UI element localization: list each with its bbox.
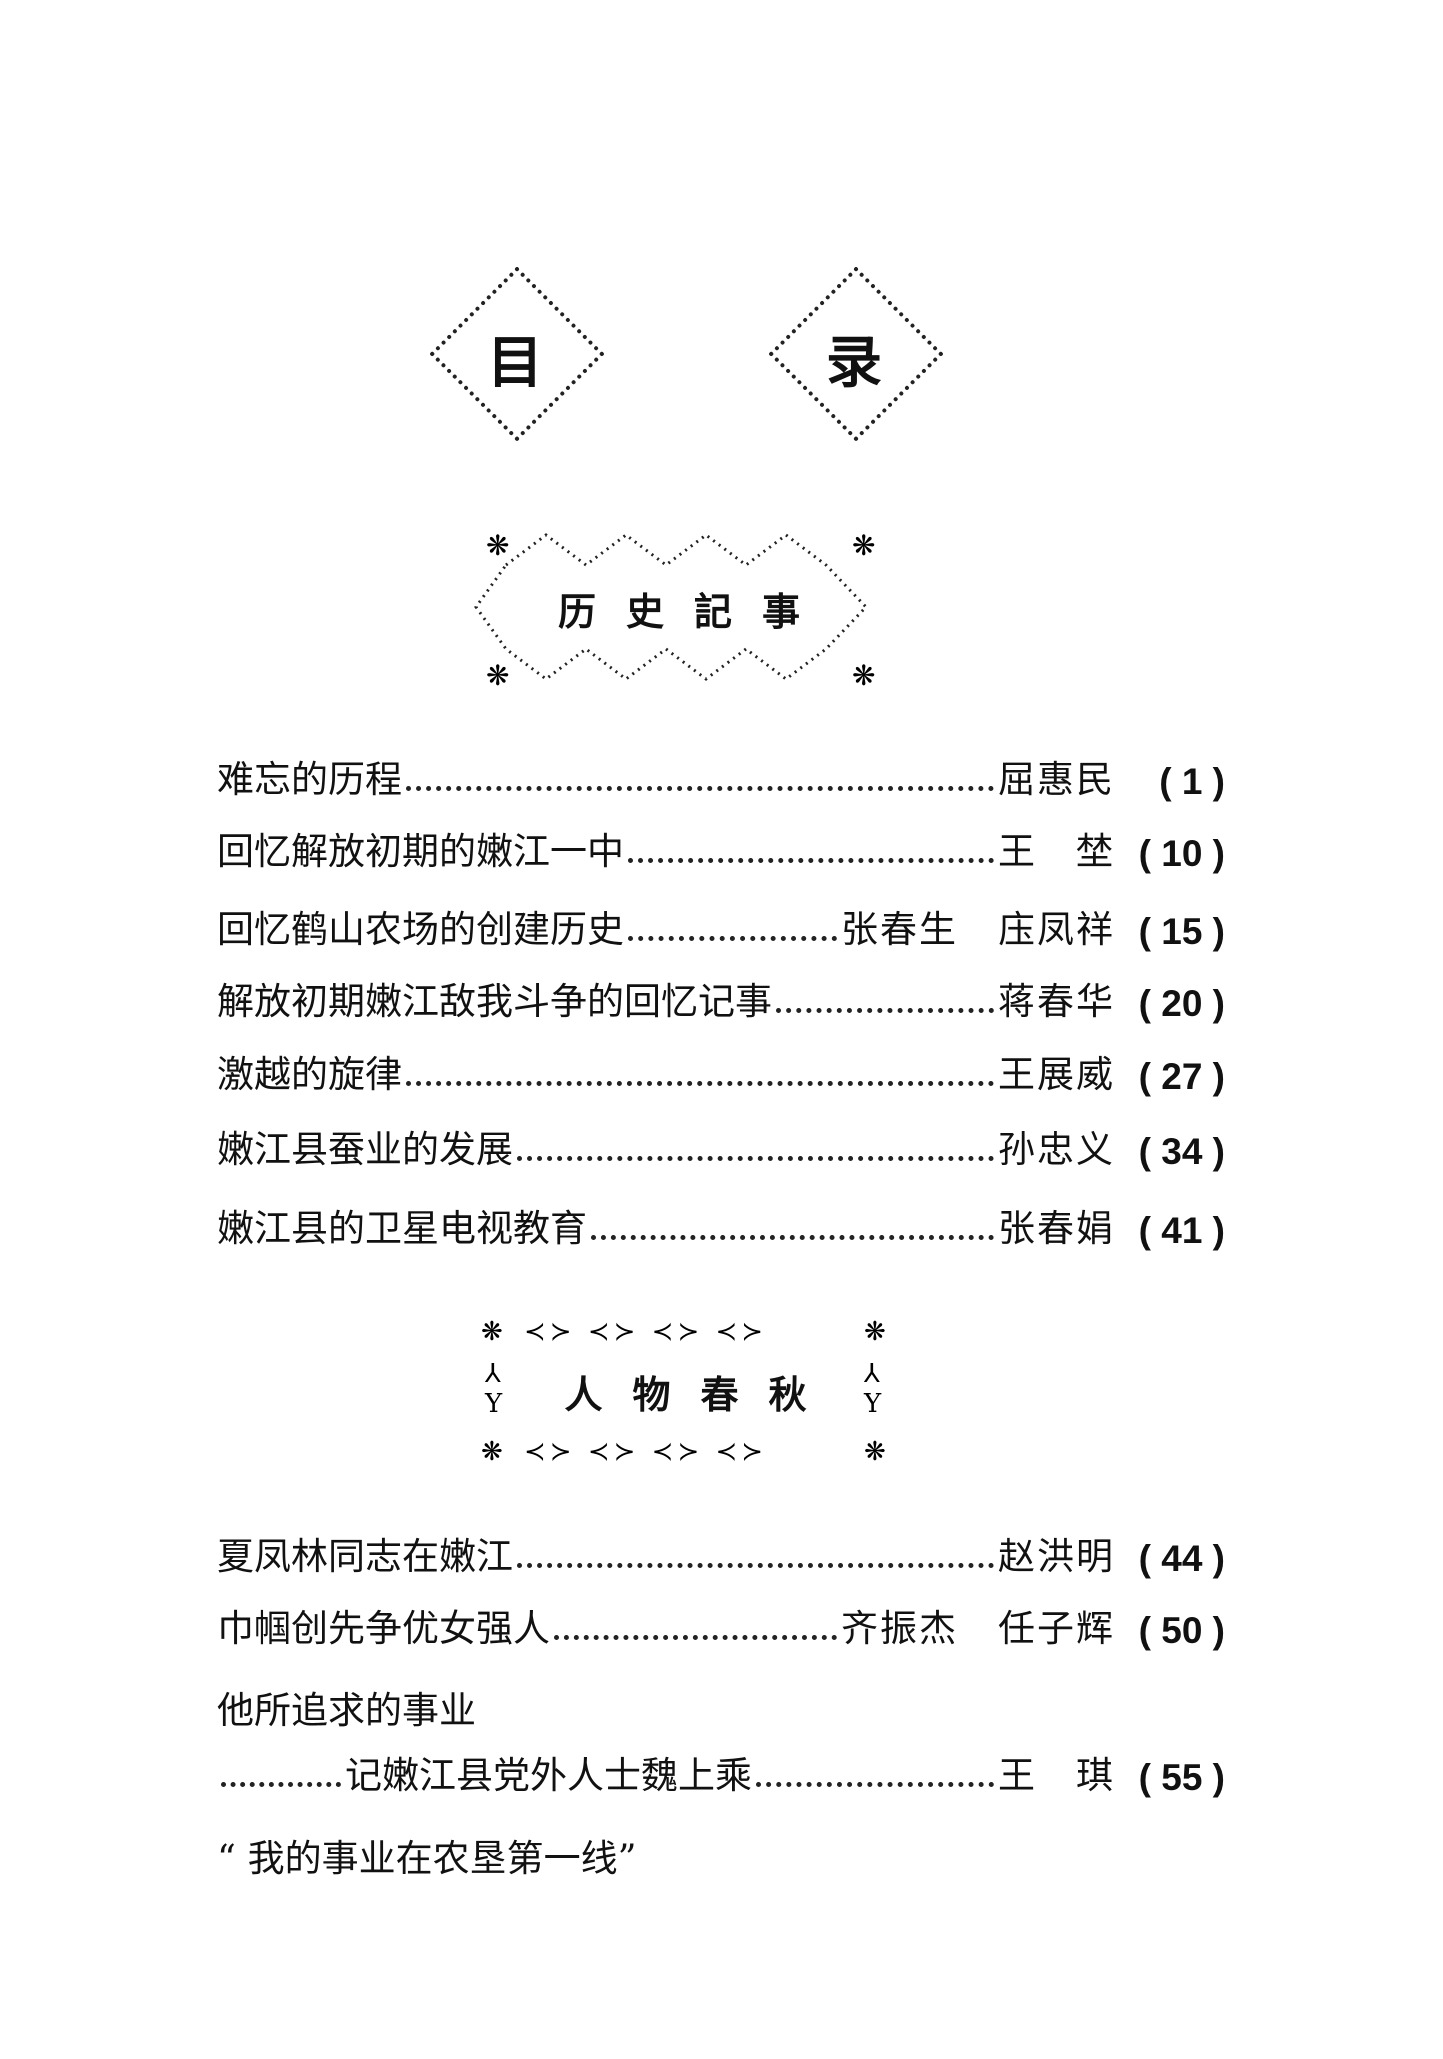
dot-leader [517,1156,994,1161]
toc-entry[interactable]: 记嫩江县党外人士魏上乘 王 琪 ( 55 ) [217,1749,1225,1799]
entry-page: ( 1 ) [1159,761,1225,802]
entry-author: 赵洪明 [998,1535,1115,1578]
entry-page: ( 15 ) [1138,911,1225,952]
flower-ornament-icon: ❋ [481,1317,503,1347]
entry-title: 解放初期嫩江敌我斗争的回忆记事 [217,980,772,1023]
entry-author: 齐振杰 [841,1607,958,1650]
entry-author: 张春生 [841,908,958,951]
entry-author: 王 琪 [998,1754,1115,1797]
zigzag-frame: ❋ ❋ ❋ ❋ [474,529,875,689]
entry-title: 难忘的历程 [217,758,402,801]
toc-entry[interactable]: 嫩江县的卫星电视教育 张春娟 ( 41 ) [217,1202,1225,1252]
section-header-people: ❋ ❋ ❋ ❋ ≺≻ ≺≻ ≺≻ ≺≻ ≺≻ ≺≻ ≺≻ ≺≻ ⅄ Y ⅄ Y … [479,1312,892,1463]
entry-title: 回忆鹤山农场的创建历史 [217,908,624,951]
dot-leader [406,786,994,791]
entry-title: 夏凤林同志在嫩江 [217,1535,513,1578]
entry-title: 巾帼创先争优女强人 [217,1607,550,1650]
toc-entry[interactable]: 夏凤林同志在嫩江 赵洪明 ( 44 ) [217,1530,1225,1580]
ornament-side: ⅄ [863,1359,880,1389]
ornament-border-bottom: ≺≻ ≺≻ ≺≻ ≺≻ [524,1437,767,1463]
flower-ornament-icon: ❋ [864,1437,886,1463]
entry-author-2: 任子辉 [998,1607,1115,1650]
toc-entry[interactable]: 嫩江县蚕业的发展 孙忠义 ( 34 ) [217,1123,1225,1173]
toc-entry[interactable]: 回忆解放初期的嫩江一中 王 埜 ( 10 ) [217,825,1225,875]
title-char-2: 录 [826,330,882,396]
section-title: 人物春秋 [564,1372,837,1417]
entry-title: 回忆解放初期的嫩江一中 [217,830,624,873]
section-header-history: ❋ ❋ ❋ ❋ 历史記事 [466,525,892,689]
title-char-1: 目 [487,330,543,396]
entry-title: 嫩江县蚕业的发展 [217,1128,513,1171]
entry-title: 激越的旋律 [217,1053,402,1096]
toc-entry[interactable]: 回忆鹤山农场的创建历史 张春生庒凤祥 ( 15 ) [217,903,1225,953]
dot-leader [221,1782,341,1787]
dot-leader [628,858,994,863]
dot-leader [776,1008,994,1013]
section-title: 历史記事 [557,589,830,634]
ornament-frame: ❋ ❋ ❋ ❋ ≺≻ ≺≻ ≺≻ ≺≻ ≺≻ ≺≻ ≺≻ ≺≻ ⅄ Y ⅄ Y [481,1317,886,1463]
toc-entry[interactable]: 激越的旋律 王展威 ( 27 ) [217,1048,1225,1098]
flower-ornament-icon: ❋ [852,529,875,562]
ornament-side: Y [484,1389,503,1419]
entry-page: ( 20 ) [1138,983,1225,1024]
entry-subtitle: 记嫩江县党外人士魏上乘 [345,1754,752,1797]
dot-leader [406,1081,994,1086]
dot-leader [628,936,837,941]
entry-author: 王展威 [998,1053,1115,1096]
entry-page: ( 44 ) [1138,1538,1225,1579]
entry-author: 屈惠民 [998,758,1115,801]
ornament-side: ⅄ [484,1359,501,1389]
toc-entry[interactable]: 难忘的历程 屈惠民 ( 1 ) [217,753,1225,803]
entry-author: 蒋春华 [998,980,1115,1023]
ornament-border-top: ≺≻ ≺≻ ≺≻ ≺≻ [524,1317,767,1347]
dot-leader [554,1635,837,1640]
entry-page: ( 10 ) [1138,833,1225,874]
entry-author-2: 庒凤祥 [998,908,1115,951]
flower-ornament-icon: ❋ [852,659,875,689]
entry-page: ( 27 ) [1138,1056,1225,1097]
toc-entry[interactable]: 解放初期嫩江敌我斗争的回忆记事 蒋春华 ( 20 ) [217,975,1225,1025]
ornament-side: Y [863,1389,882,1419]
flower-ornament-icon: ❋ [486,529,509,562]
entry-page: ( 55 ) [1138,1757,1225,1798]
entry-author: 王 埜 [998,830,1115,873]
entry-page: ( 50 ) [1138,1610,1225,1651]
flower-ornament-icon: ❋ [481,1437,503,1463]
entry-title: 嫩江县的卫星电视教育 [217,1207,587,1250]
dot-leader [591,1235,994,1240]
entry-author: 张春娟 [998,1207,1115,1250]
dot-leader [517,1563,994,1568]
entry-page: ( 34 ) [1138,1131,1225,1172]
dot-leader [756,1782,994,1787]
entry-page: ( 41 ) [1138,1210,1225,1251]
toc-entry-title-line[interactable]: 他所追求的事业 [217,1689,476,1732]
toc-entry[interactable]: 巾帼创先争优女强人 齐振杰任子辉 ( 50 ) [217,1602,1225,1652]
toc-entry-title-line[interactable]: “ 我的事业在农垦第一线” [217,1837,637,1880]
flower-ornament-icon: ❋ [486,659,509,689]
flower-ornament-icon: ❋ [864,1317,886,1347]
entry-author: 孙忠义 [998,1128,1115,1171]
